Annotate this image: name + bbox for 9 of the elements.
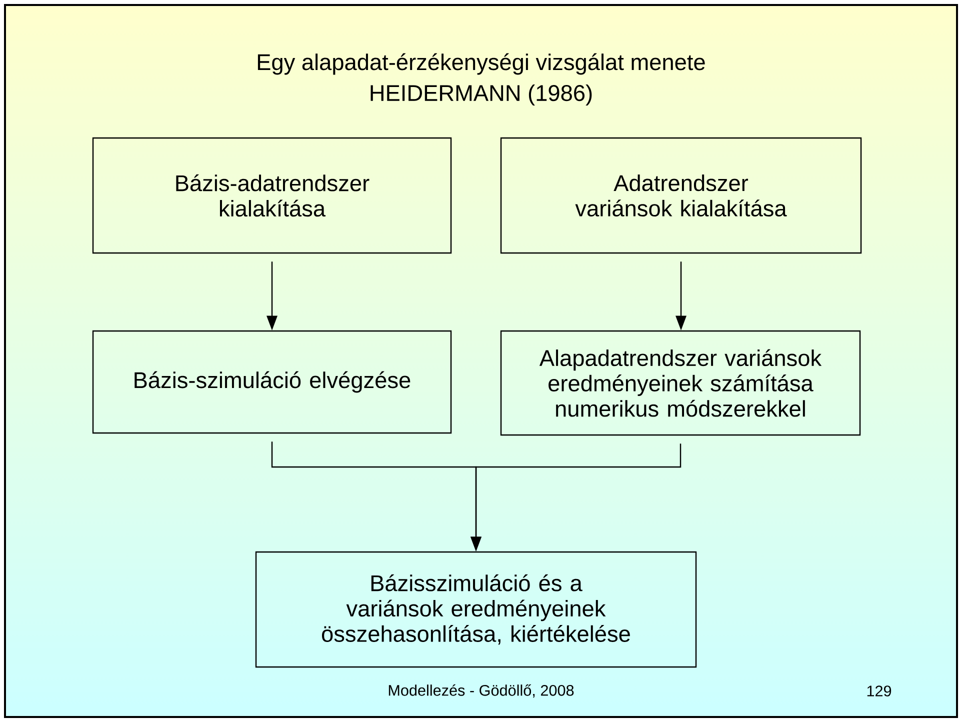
process-box: Bázis-szimuláció elvégzése bbox=[92, 330, 452, 434]
process-box: Alapadatrendszer variánsok eredményeinek számítása numerikus módszerekkel bbox=[500, 330, 861, 436]
process-box: Bázis-adatrendszer kialakítása bbox=[92, 137, 452, 254]
title: Egy alapadat-érzékenységi vizsgálat menete bbox=[258, 53, 705, 75]
page-number: 129 bbox=[867, 686, 892, 696]
process-box: Adatrendszer variánsok kialakítása bbox=[500, 137, 862, 254]
footer-text: Modellezés - Gödöllő, 2008 bbox=[388, 684, 574, 698]
subtitle: HEIDERMANN (1986) bbox=[370, 84, 592, 106]
process-box: Bázisszimuláció és a variánsok eredményeinek összehasonlítása, kiértékelése bbox=[255, 551, 697, 668]
